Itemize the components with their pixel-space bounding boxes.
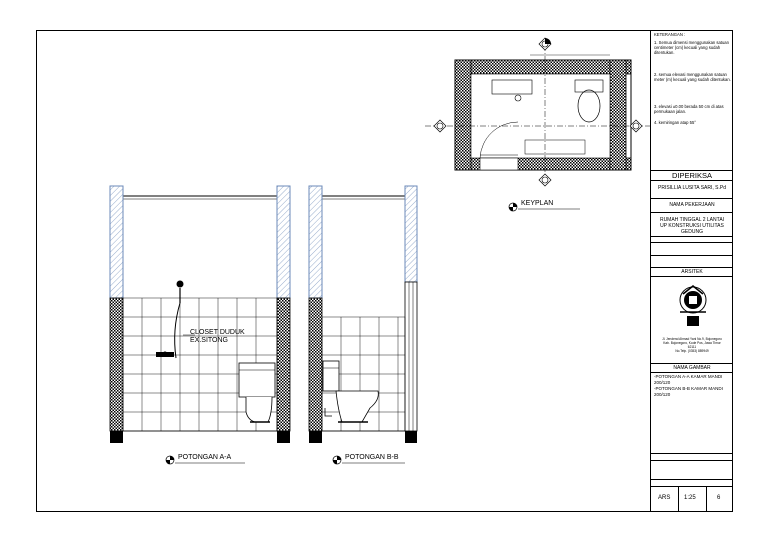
drawing-names: -POTONGAN A-A KAMAR MANDI 200/120 -POTON… — [654, 374, 723, 397]
keyplan-label: KEYPLAN — [521, 200, 554, 207]
project-name: RUMAH TINGGAL 2 LANTAI UP KONSTRUKSI UTI… — [659, 217, 725, 235]
title-block: KETERANGAN : 1. Semua dimensi menggunaka… — [650, 30, 733, 512]
architect-address: Jl. Jenderal Ahmad Yani No.9, Bojonegoro… — [662, 337, 722, 353]
section-a-label: POTONGAN A-A — [178, 454, 232, 461]
keyplan-section-marker-left — [433, 119, 447, 133]
note-item-4: 4. kemiringan atap 55° — [654, 120, 696, 125]
section-b-b — [308, 185, 418, 465]
drawing-name-label: NAMA GAMBAR — [673, 365, 711, 371]
checked-label: DIPERIKSA — [671, 171, 712, 180]
section-a-title-marker — [165, 455, 245, 465]
project-label: NAMA PEKERJAAN — [669, 202, 715, 208]
keyplan-section-marker-top — [538, 37, 552, 51]
drawing-sheet-frame — [36, 30, 733, 512]
section-b-title-marker — [332, 455, 405, 465]
notes-heading: KETERANGAN : — [654, 32, 686, 37]
section-b-label: POTONGAN B-B — [345, 454, 399, 461]
section-a-a — [109, 185, 291, 465]
note-item-1: 1. Semua dimensi menggunakan satuan cent… — [654, 40, 729, 56]
architect-logo — [679, 285, 707, 326]
sheet-number: 6 — [717, 495, 721, 501]
drawing-scale: 1:25 — [684, 495, 696, 501]
keyplan-section-marker-bottom — [538, 173, 552, 187]
drawing-code: ARS — [658, 495, 671, 501]
note-item-3: 3. elevasi ±0.00 berada 50 cm di atas pe… — [654, 104, 724, 115]
note-item-2: 2. semua elevasi menggunakan satuan mete… — [654, 72, 731, 83]
keyplan — [425, 37, 650, 212]
architect-label: ARSITEK — [681, 269, 703, 275]
keyplan-section-marker-right — [629, 119, 643, 133]
closet-note: CLOSET DUDUK EX.SITONG — [190, 329, 245, 344]
checker-name: PRISILLIA LUSITA SARI, S.Pd — [658, 185, 726, 191]
keyplan-title-marker — [508, 202, 580, 212]
